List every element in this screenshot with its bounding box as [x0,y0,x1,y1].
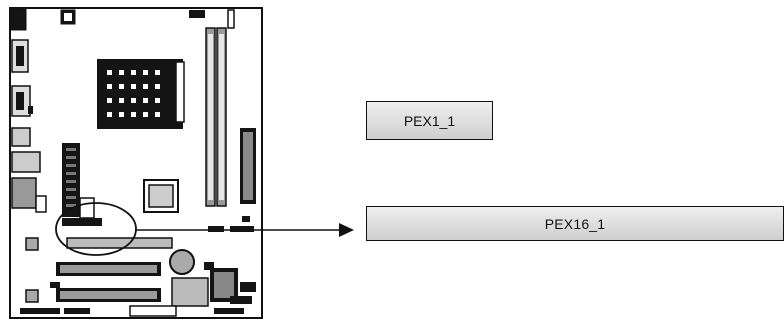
motherboard-layout [9,7,263,319]
pcie-x16-slot [66,237,173,249]
usb-port [11,151,41,173]
lan-port [11,177,37,209]
pex1-label-text: PEX1_1 [403,112,456,129]
pex1-label: PEX1_1 [366,101,493,140]
dimm-slots [189,9,235,207]
pci-slots [50,262,161,302]
pex16-label-text: PEX16_1 [544,215,606,232]
io-connector [9,7,27,31]
pex16-label: PEX16_1 [366,206,784,241]
board-outline [9,7,263,319]
cpu-socket [97,59,185,129]
highlight-ellipse [55,202,137,256]
pointer-arrow [136,223,354,237]
chipset [143,179,179,213]
io-port [11,127,31,147]
cmos-battery [169,249,195,275]
